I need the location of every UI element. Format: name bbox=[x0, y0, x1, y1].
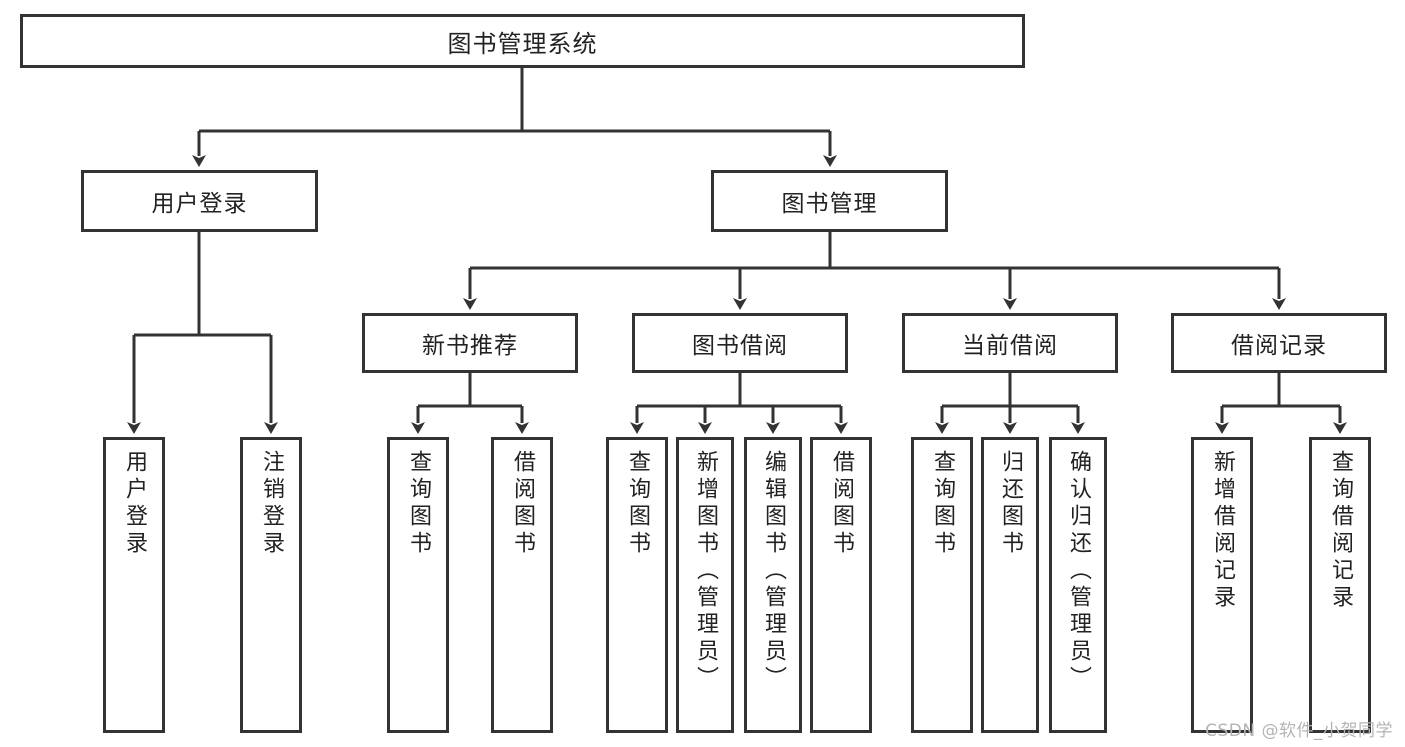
node-label: 新增借阅记录 bbox=[1210, 450, 1235, 612]
node-label: 编辑图书（管理员） bbox=[761, 450, 786, 693]
leaf-query-borrow-record[interactable]: 查询借阅记录 bbox=[1309, 437, 1371, 733]
node-label: 借阅图书 bbox=[829, 450, 854, 558]
leaf-return-book[interactable]: 归还图书 bbox=[981, 437, 1039, 733]
node-label: 查询图书 bbox=[406, 450, 431, 558]
node-user-login[interactable]: 用户登录 bbox=[81, 170, 318, 232]
leaf-query-book-current[interactable]: 查询图书 bbox=[911, 437, 973, 733]
node-label: 新书推荐 bbox=[422, 333, 518, 359]
leaf-edit-book-admin[interactable]: 编辑图书（管理员） bbox=[744, 437, 802, 733]
csdn-watermark: CSDN @软件_小贺同学 bbox=[1205, 721, 1393, 741]
leaf-add-book-admin[interactable]: 新增图书（管理员） bbox=[676, 437, 734, 733]
node-label: 归还图书 bbox=[998, 450, 1023, 558]
node-new-book-recommend[interactable]: 新书推荐 bbox=[362, 313, 578, 373]
leaf-add-borrow-record[interactable]: 新增借阅记录 bbox=[1191, 437, 1253, 733]
node-borrow-record[interactable]: 借阅记录 bbox=[1171, 313, 1387, 373]
node-book-management[interactable]: 图书管理 bbox=[711, 170, 948, 232]
node-label: 当前借阅 bbox=[962, 333, 1058, 359]
node-label: 查询图书 bbox=[625, 450, 650, 558]
leaf-logout-login[interactable]: 注销登录 bbox=[240, 437, 302, 733]
node-label: 注销登录 bbox=[259, 450, 284, 558]
node-label: 图书借阅 bbox=[692, 333, 788, 359]
node-label: 用户登录 bbox=[122, 450, 147, 558]
node-label: 确认归还（管理员） bbox=[1066, 450, 1091, 693]
node-label: 图书管理 bbox=[781, 191, 878, 217]
node-label: 查询借阅记录 bbox=[1328, 450, 1353, 612]
node-label: 用户登录 bbox=[151, 191, 248, 217]
node-label: 图书管理系统 bbox=[447, 29, 598, 58]
node-label: 查询图书 bbox=[930, 450, 955, 558]
node-current-borrow[interactable]: 当前借阅 bbox=[902, 313, 1118, 373]
node-label: 借阅图书 bbox=[510, 450, 535, 558]
node-book-borrow[interactable]: 图书借阅 bbox=[632, 313, 848, 373]
leaf-query-book-borrow[interactable]: 查询图书 bbox=[606, 437, 668, 733]
leaf-query-book-new[interactable]: 查询图书 bbox=[387, 437, 449, 733]
leaf-borrow-book-new[interactable]: 借阅图书 bbox=[491, 437, 553, 733]
leaf-user-login[interactable]: 用户登录 bbox=[103, 437, 165, 733]
leaf-borrow-book[interactable]: 借阅图书 bbox=[810, 437, 872, 733]
node-label: 新增图书（管理员） bbox=[693, 450, 718, 693]
leaf-confirm-return-admin[interactable]: 确认归还（管理员） bbox=[1049, 437, 1107, 733]
node-label: 借阅记录 bbox=[1231, 333, 1327, 359]
node-root-system[interactable]: 图书管理系统 bbox=[20, 14, 1025, 68]
